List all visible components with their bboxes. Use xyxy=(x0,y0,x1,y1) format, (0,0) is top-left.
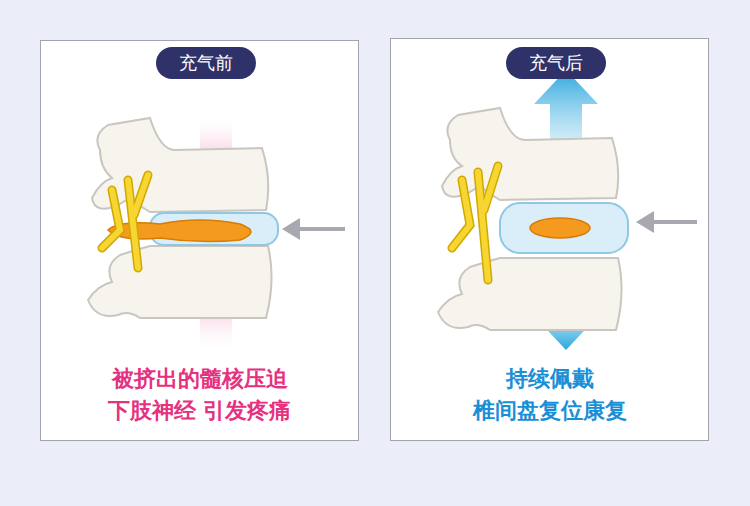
spine-after xyxy=(438,70,697,350)
header-pill: 充气前 xyxy=(156,47,256,79)
caption-box: 被挤出的髓核压迫 下肢神经 引发疼痛 xyxy=(41,363,358,427)
panel-ground xyxy=(390,38,709,441)
image-panel: 持续佩戴 椎间盘复位康复 充气后 xyxy=(390,38,709,441)
spine-before xyxy=(88,118,345,348)
pill-label: 充气前 xyxy=(179,51,233,75)
caption-box: 持续佩戴 椎间盘复位康复 xyxy=(391,363,708,427)
header-pill: 充气后 xyxy=(506,47,606,79)
caption-text: 被挤出的髓核压迫 下肢神经 引发疼痛 xyxy=(103,363,297,427)
pill-label: 充气后 xyxy=(529,51,583,75)
panel-ground xyxy=(40,40,359,441)
caption-text: 持续佩戴 椎间盘复位康复 xyxy=(453,363,647,427)
image-panel: 被挤出的髓核压迫 下肢神经 引发疼痛 充气前 xyxy=(40,40,359,441)
